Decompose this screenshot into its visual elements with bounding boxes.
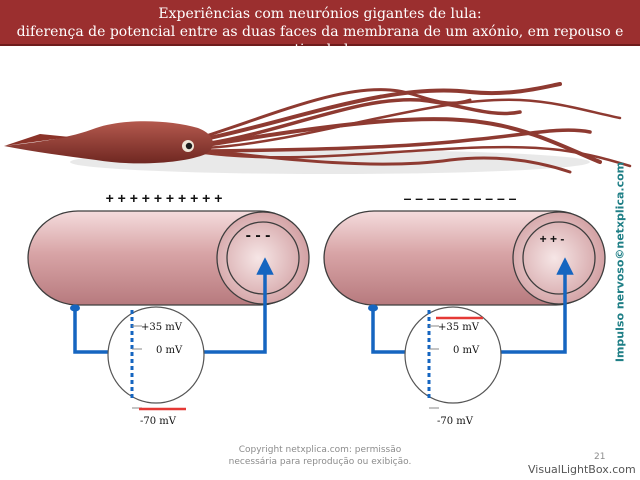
watermark: VisualLightBox.com	[528, 463, 636, 476]
axon-end-outer	[512, 211, 606, 305]
outer-charges-rest: + + + + + + + + + +	[106, 190, 223, 206]
copyright-notice: Copyright netxplica.com: permissão neces…	[200, 444, 440, 468]
axon-end-inner	[522, 221, 596, 295]
inner-charges-rest: - - -	[246, 227, 271, 244]
electrode-wire-inside-rest	[203, 257, 274, 354]
scale-label-zero-stimulated: 0 mV	[453, 345, 480, 356]
electrode-tip-rest	[70, 304, 80, 312]
title-line-1: Experiências com neurónios gigantes de l…	[158, 6, 482, 22]
axon-end-inner	[226, 221, 300, 295]
inner-charges-stimulated: + + -	[540, 232, 565, 246]
copyright-line-1: Copyright netxplica.com: permissão	[238, 445, 402, 455]
axon-stimulated: – – – – – – – – – – + + - +35 mV 0 mV -7…	[323, 190, 606, 427]
title-bar: Experiências com neurónios gigantes de l…	[0, 0, 640, 58]
scale-label-minus70-stimulated: -70 mV	[437, 416, 474, 427]
scale-label-minus70-rest: -70 mV	[140, 416, 177, 427]
electrode-wire-outside-rest	[73, 308, 110, 354]
scale-label-zero-rest: 0 mV	[156, 345, 183, 356]
outer-charges-stimulated: – – – – – – – – – –	[404, 190, 517, 206]
copyright-line-2: necessária para reprodução ou exibição.	[228, 457, 412, 467]
electrode-wire-inside-stimulated	[500, 257, 574, 354]
scale-label-plus35-stimulated: +35 mV	[438, 322, 480, 333]
electrode-tip-stimulated	[368, 304, 378, 312]
axon-end-outer	[216, 211, 310, 305]
axon-resting: + + + + + + + + + + - - - +35 mV 0 mV -7…	[27, 190, 310, 427]
squid-body	[4, 121, 213, 164]
title-line-2: diferença de potencial entre as duas fac…	[16, 24, 624, 58]
squid-illustration	[4, 82, 632, 174]
slide-number: 21	[594, 452, 606, 462]
squid-fin	[4, 134, 70, 146]
squid-tentacles	[198, 82, 632, 174]
side-credit-label: Impulso nervoso©netxplica.com	[613, 161, 627, 363]
electrode-wire-outside-stimulated	[371, 308, 408, 354]
scale-label-plus35-rest: +35 mV	[141, 322, 183, 333]
squid-pupil	[185, 142, 193, 150]
